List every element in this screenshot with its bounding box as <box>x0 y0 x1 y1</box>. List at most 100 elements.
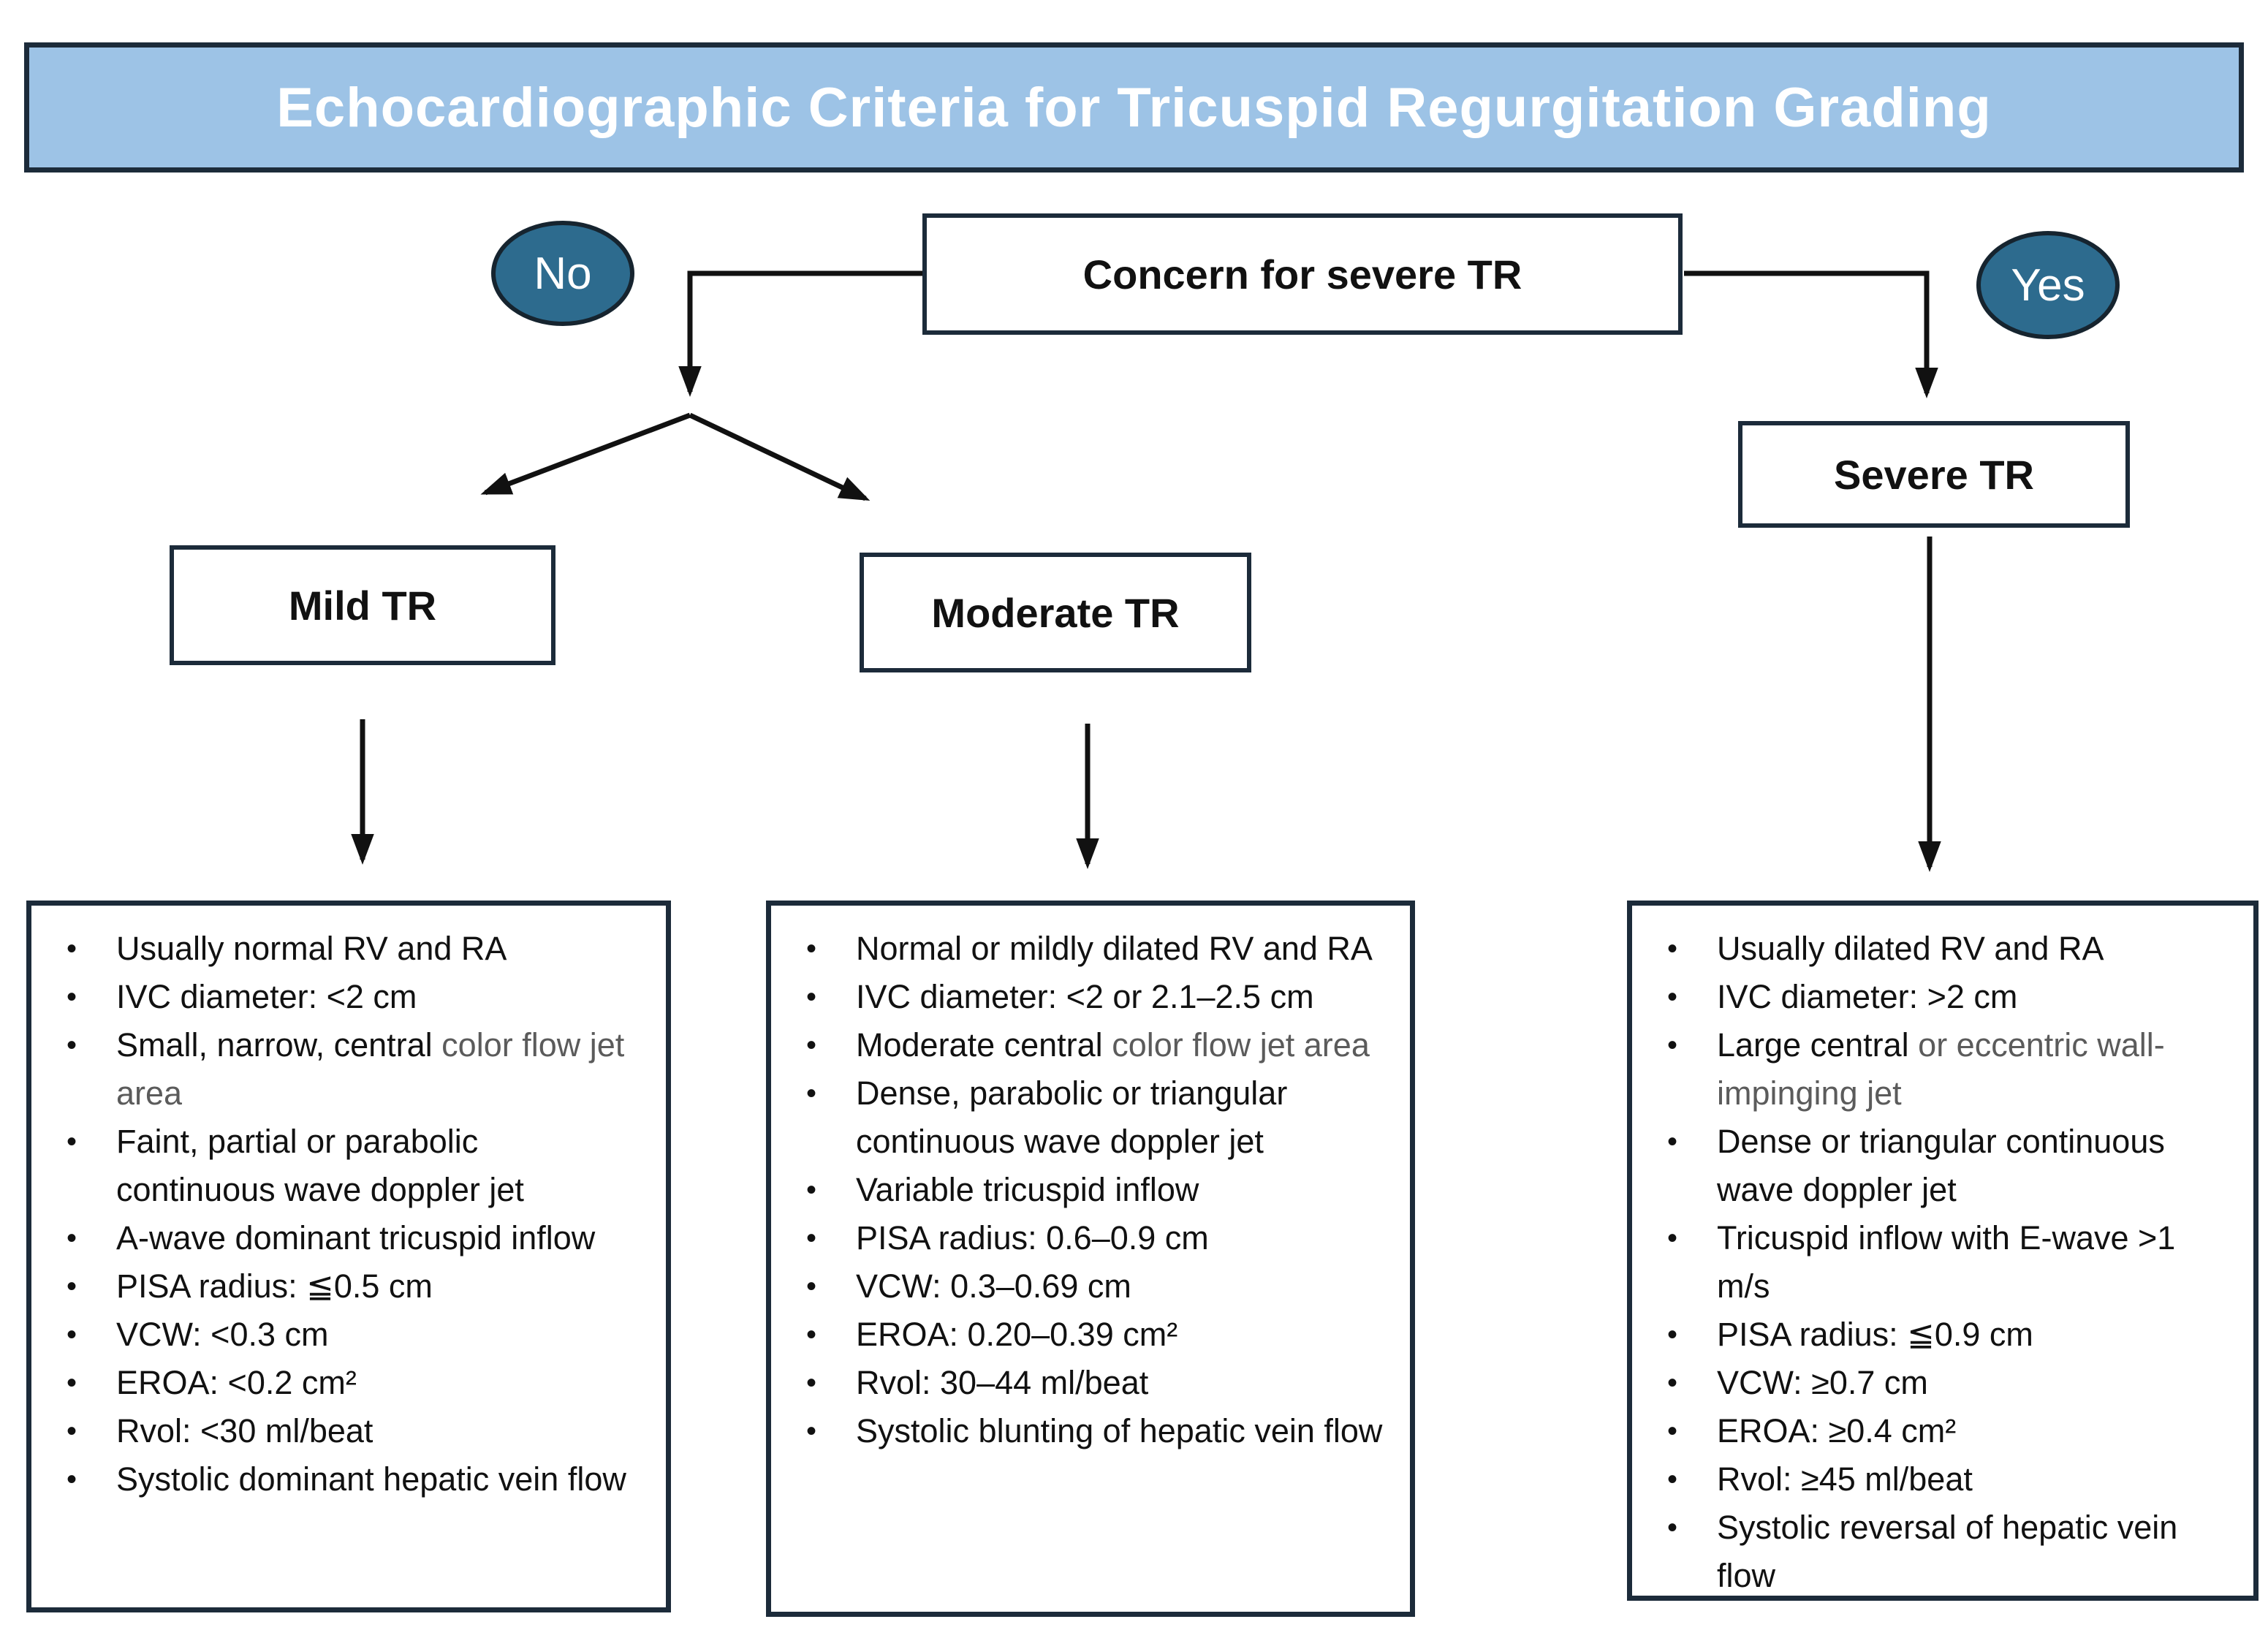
bullet-dot: • <box>67 1415 77 1447</box>
criteria-bullet: •Systolic blunting of hepatic vein flow <box>771 1407 1388 1455</box>
criteria-bullet: • Rvol: <30 ml/beat <box>31 1407 644 1455</box>
criteria-text: Variable tricuspid inflow <box>856 1171 1199 1208</box>
criteria-bullet: •Usually normal RV and RA <box>31 925 644 973</box>
page-title: Echocardiographic Criteria for Tricuspid… <box>276 76 1992 139</box>
arrow-no-branch <box>678 270 922 397</box>
bullet-dot: • <box>806 1367 817 1399</box>
bullet-dot: • <box>806 981 817 1013</box>
criteria-text: VCW: <0.3 cm <box>116 1316 329 1353</box>
bullet-dot: • <box>1667 1222 1678 1254</box>
criteria-text: Rvol: 30–44 ml/beat <box>856 1364 1149 1401</box>
criteria-bullet: • EROA: <0.2 cm² <box>31 1359 644 1407</box>
node-mild-tr-label: Mild TR <box>288 582 437 629</box>
criteria-bullet: • VCW: <0.3 cm <box>31 1311 644 1359</box>
criteria-text: EROA: ≥0.4 cm² <box>1717 1412 1957 1449</box>
criteria-bullet: • Tricuspid inflow with E-wave >1 m/s <box>1632 1214 2231 1311</box>
criteria-text: Systolic dominant hepatic vein flow <box>116 1460 626 1498</box>
node-mild-tr: Mild TR <box>170 545 555 665</box>
criteria-bullet: • Systolic dominant hepatic vein flow <box>31 1455 644 1504</box>
criteria-text: PISA radius: ≦0.9 cm <box>1717 1316 2033 1353</box>
decision-box-concern-for-severe-tr: Concern for severe TR <box>922 213 1683 335</box>
criteria-text: Faint, partial or parabolic continuous w… <box>116 1123 524 1208</box>
criteria-bullet: •Normal or mildly dilated RV and RA <box>771 925 1388 973</box>
bullet-dot: • <box>806 1319 817 1351</box>
criteria-box-moderate: •Normal or mildly dilated RV and RA•IVC … <box>766 901 1415 1617</box>
criteria-text: EROA: <0.2 cm² <box>116 1364 357 1401</box>
node-moderate-tr: Moderate TR <box>860 553 1251 672</box>
criteria-box-severe: •Usually dilated RV and RA•IVC diameter:… <box>1627 901 2258 1601</box>
bullet-dot: • <box>806 933 817 965</box>
criteria-bullet: • VCW: ≥0.7 cm <box>1632 1359 2231 1407</box>
criteria-text: Rvol: ≥45 ml/beat <box>1717 1460 1973 1498</box>
criteria-list-moderate: •Normal or mildly dilated RV and RA•IVC … <box>771 925 1388 1455</box>
bullet-dot: • <box>806 1029 817 1061</box>
criteria-bullet: •Rvol: ≥45 ml/beat <box>1632 1455 2231 1504</box>
criteria-text: A-wave dominant tricuspid inflow <box>116 1219 596 1256</box>
criteria-list-severe: •Usually dilated RV and RA•IVC diameter:… <box>1632 925 2231 1600</box>
bullet-dot: • <box>1667 1415 1678 1447</box>
bullet-dot: • <box>67 1463 77 1496</box>
decision-label: Concern for severe TR <box>1082 251 1522 297</box>
criteria-text: EROA: 0.20–0.39 cm² <box>856 1316 1178 1353</box>
criteria-bullet: • Dense, parabolic or triangular continuo… <box>771 1069 1388 1166</box>
bullet-dot: • <box>67 1029 77 1061</box>
criteria-text: IVC diameter: <2 or 2.1–2.5 cm <box>856 978 1314 1015</box>
bullet-dot: • <box>1667 1512 1678 1544</box>
criteria-text: Systolic reversal of hepatic vein flow <box>1717 1509 2178 1594</box>
node-severe-tr: Severe TR <box>1738 421 2130 528</box>
bullet-dot: • <box>67 1367 77 1399</box>
bullet-dot: • <box>806 1222 817 1254</box>
bullet-dot: • <box>1667 1029 1678 1061</box>
criteria-text: Rvol: <30 ml/beat <box>116 1412 373 1449</box>
bullet-dot: • <box>67 1126 77 1158</box>
criteria-text: Moderate central color flow jet area <box>856 1026 1370 1064</box>
criteria-text: Dense, parabolic or triangular continuou… <box>856 1074 1288 1160</box>
criteria-bullet: • Dense or triangular continuous wave dop… <box>1632 1118 2231 1214</box>
criteria-bullet: •PISA radius: 0.6–0.9 cm <box>771 1214 1388 1262</box>
criteria-bullet: • Faint, partial or parabolic continuous … <box>31 1118 644 1214</box>
bullet-dot: • <box>1667 981 1678 1013</box>
criteria-text: Small, narrow, central color flow jet ar… <box>116 1026 625 1112</box>
arrow-yes-branch <box>1684 270 1938 398</box>
criteria-bullet: • Moderate central color flow jet area <box>771 1021 1388 1069</box>
branch-no-ellipse: No <box>491 221 634 326</box>
criteria-bullet: • IVC diameter: <2 cm <box>31 973 644 1021</box>
bullet-dot: • <box>806 1077 817 1110</box>
bullet-dot: • <box>67 1319 77 1351</box>
bullet-dot: • <box>67 981 77 1013</box>
criteria-bullet: • IVC diameter: <2 or 2.1–2.5 cm <box>771 973 1388 1021</box>
criteria-bullet: •Usually dilated RV and RA <box>1632 925 2231 973</box>
criteria-bullet: • VCW: 0.3–0.69 cm <box>771 1262 1388 1311</box>
criteria-text: Dense or triangular continuous wave dopp… <box>1717 1123 2165 1208</box>
branch-no-label: No <box>534 248 592 299</box>
criteria-text: VCW: 0.3–0.69 cm <box>856 1267 1131 1305</box>
bullet-dot: • <box>67 933 77 965</box>
title-banner: Echocardiographic Criteria for Tricuspid… <box>24 42 2244 173</box>
arrow-split-left <box>480 412 691 496</box>
bullet-dot: • <box>67 1270 77 1303</box>
criteria-bullet: •A-wave dominant tricuspid inflow <box>31 1214 644 1262</box>
criteria-text: Systolic blunting of hepatic vein flow <box>856 1412 1383 1449</box>
bullet-dot: • <box>1667 1126 1678 1158</box>
criteria-text: Tricuspid inflow with E-wave >1 m/s <box>1717 1219 2176 1305</box>
branch-yes-label: Yes <box>2011 259 2085 311</box>
bullet-dot: • <box>1667 933 1678 965</box>
criteria-text: IVC diameter: <2 cm <box>116 978 417 1015</box>
branch-yes-ellipse: Yes <box>1976 231 2120 339</box>
arrow-split-right <box>689 412 871 501</box>
criteria-bullet: •PISA radius: ≦0.5 cm <box>31 1262 644 1311</box>
criteria-text: Large central or eccentric wall-impingin… <box>1717 1026 2165 1112</box>
node-moderate-tr-label: Moderate TR <box>931 589 1180 636</box>
bullet-dot: • <box>806 1174 817 1206</box>
bullet-dot: • <box>1667 1367 1678 1399</box>
bullet-dot: • <box>806 1270 817 1303</box>
criteria-text: VCW: ≥0.7 cm <box>1717 1364 1928 1401</box>
criteria-bullet: • Variable tricuspid inflow <box>771 1166 1388 1214</box>
criteria-bullet: • EROA: 0.20–0.39 cm² <box>771 1311 1388 1359</box>
criteria-text: IVC diameter: >2 cm <box>1717 978 2018 1015</box>
criteria-bullet: •PISA radius: ≦0.9 cm <box>1632 1311 2231 1359</box>
criteria-bullet: • EROA: ≥0.4 cm² <box>1632 1407 2231 1455</box>
criteria-bullet: • Rvol: 30–44 ml/beat <box>771 1359 1388 1407</box>
